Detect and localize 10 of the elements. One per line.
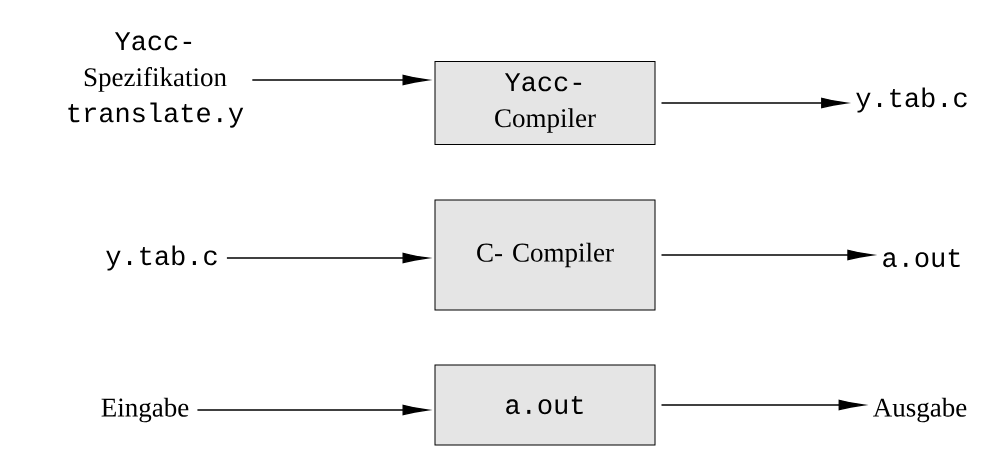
- process-box: a.out: [434, 364, 656, 446]
- output-label: Ausgabe: [873, 397, 967, 423]
- arrow: [660, 97, 847, 109]
- output-label: y.tab.c: [856, 87, 967, 113]
- process-box: C- Compiler: [434, 199, 656, 311]
- input-label: Yacc- Spezifikation translate.y: [68, 32, 244, 128]
- output-label: a.out: [883, 248, 960, 268]
- process-box: Yacc- Compiler: [434, 61, 656, 145]
- input-label: Eingabe: [101, 397, 189, 423]
- input-label: y.tab.c: [106, 245, 217, 271]
